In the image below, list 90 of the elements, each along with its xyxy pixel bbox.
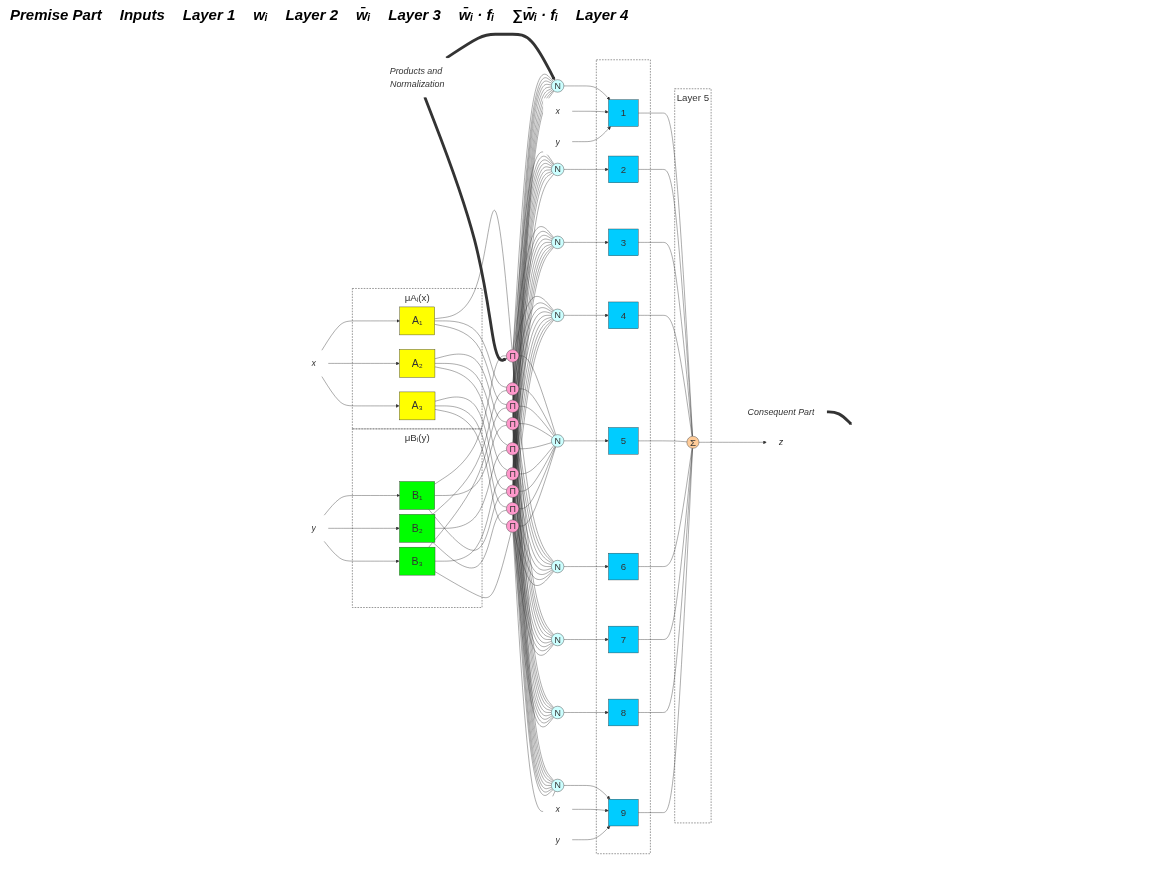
connector — [513, 531, 554, 586]
connector — [434, 405, 507, 508]
node-text: z — [778, 437, 784, 448]
node-box: 5 — [608, 427, 639, 455]
node-text: y — [311, 523, 316, 534]
node-text: Consequent Part — [747, 406, 815, 417]
node-circle: N — [550, 79, 564, 93]
connector — [434, 475, 507, 562]
node-circle: Π — [506, 399, 519, 413]
connector — [518, 446, 555, 492]
connector — [637, 448, 693, 640]
node-circle: Π — [506, 484, 519, 498]
node-box: 3 — [608, 228, 639, 256]
annotation-label: w̄ᵢ · fᵢ — [458, 6, 494, 23]
node-text: y — [555, 834, 560, 845]
connector — [513, 514, 554, 580]
connector — [518, 446, 556, 509]
node-circle: Π — [506, 467, 519, 481]
annotation-label: Inputs — [119, 6, 165, 23]
connector — [434, 425, 507, 496]
node-box: 4 — [608, 301, 639, 329]
node-circle: N — [550, 235, 564, 249]
connector — [428, 407, 507, 548]
connector — [637, 448, 693, 813]
connector — [826, 410, 852, 426]
node-circle: N — [550, 779, 564, 792]
connector — [518, 423, 553, 438]
annotation-label: Layer 3 — [388, 6, 441, 23]
connector — [434, 531, 512, 598]
node-text: x — [311, 358, 316, 369]
node-box: A₂ — [399, 349, 435, 378]
node-circle: N — [550, 434, 564, 448]
node-box: 2 — [608, 155, 639, 183]
connector — [434, 363, 508, 446]
node-circle: N — [550, 633, 564, 646]
connector — [518, 445, 554, 475]
node-circle: Σ — [686, 436, 699, 449]
connector — [637, 242, 693, 437]
connector — [513, 311, 552, 418]
connector — [434, 355, 507, 485]
node-circle: Π — [506, 502, 519, 516]
node-box: 7 — [608, 625, 639, 654]
connector — [637, 440, 687, 443]
connector — [513, 226, 554, 350]
annotation-label: ∑w̄ᵢ · fᵢ — [511, 6, 558, 23]
node-text: Products and Normalization — [389, 65, 445, 90]
connector — [432, 510, 507, 569]
node-box: 9 — [608, 799, 639, 827]
node-circle: N — [550, 308, 564, 322]
annotation-label: w̄ᵢ — [356, 6, 371, 23]
connector — [434, 409, 507, 525]
annotation-label: Layer 1 — [182, 6, 236, 23]
node-box: 6 — [608, 553, 639, 581]
node-circle: N — [550, 162, 564, 176]
node-circle: Π — [506, 417, 519, 431]
node-box: 1 — [608, 99, 639, 127]
connector — [513, 315, 552, 443]
connector — [434, 366, 508, 471]
node-circle: Π — [506, 382, 519, 396]
connector — [428, 492, 507, 551]
connector — [434, 210, 513, 350]
cluster — [595, 59, 651, 854]
connector — [432, 390, 507, 515]
connector — [445, 32, 556, 81]
connector — [434, 450, 507, 529]
node-text: y — [555, 136, 560, 147]
connector — [434, 353, 507, 423]
node-circle: Π — [506, 519, 519, 533]
node-box: A₁ — [399, 306, 435, 336]
connector — [512, 532, 556, 812]
connector — [434, 396, 507, 490]
node-box: B₂ — [399, 514, 435, 543]
connector — [423, 96, 507, 362]
node-box: B₃ — [399, 547, 436, 576]
node-circle: Π — [506, 442, 519, 456]
node-circle: N — [550, 706, 564, 719]
node-circle: Π — [506, 349, 519, 363]
connector — [637, 448, 693, 567]
connector — [434, 324, 507, 405]
node-circle: N — [550, 560, 564, 574]
annotation-label: Layer 2 — [285, 6, 339, 23]
node-box: 8 — [608, 698, 639, 727]
connector — [518, 446, 556, 527]
connector — [434, 320, 507, 388]
connector — [637, 315, 693, 437]
annotation-label: Layer 4 — [575, 6, 629, 23]
annotation-label: Premise Part — [10, 6, 102, 23]
node-box: A₃ — [399, 391, 436, 421]
annotation-label: wᵢ — [253, 6, 268, 23]
node-box: B₁ — [399, 481, 435, 510]
